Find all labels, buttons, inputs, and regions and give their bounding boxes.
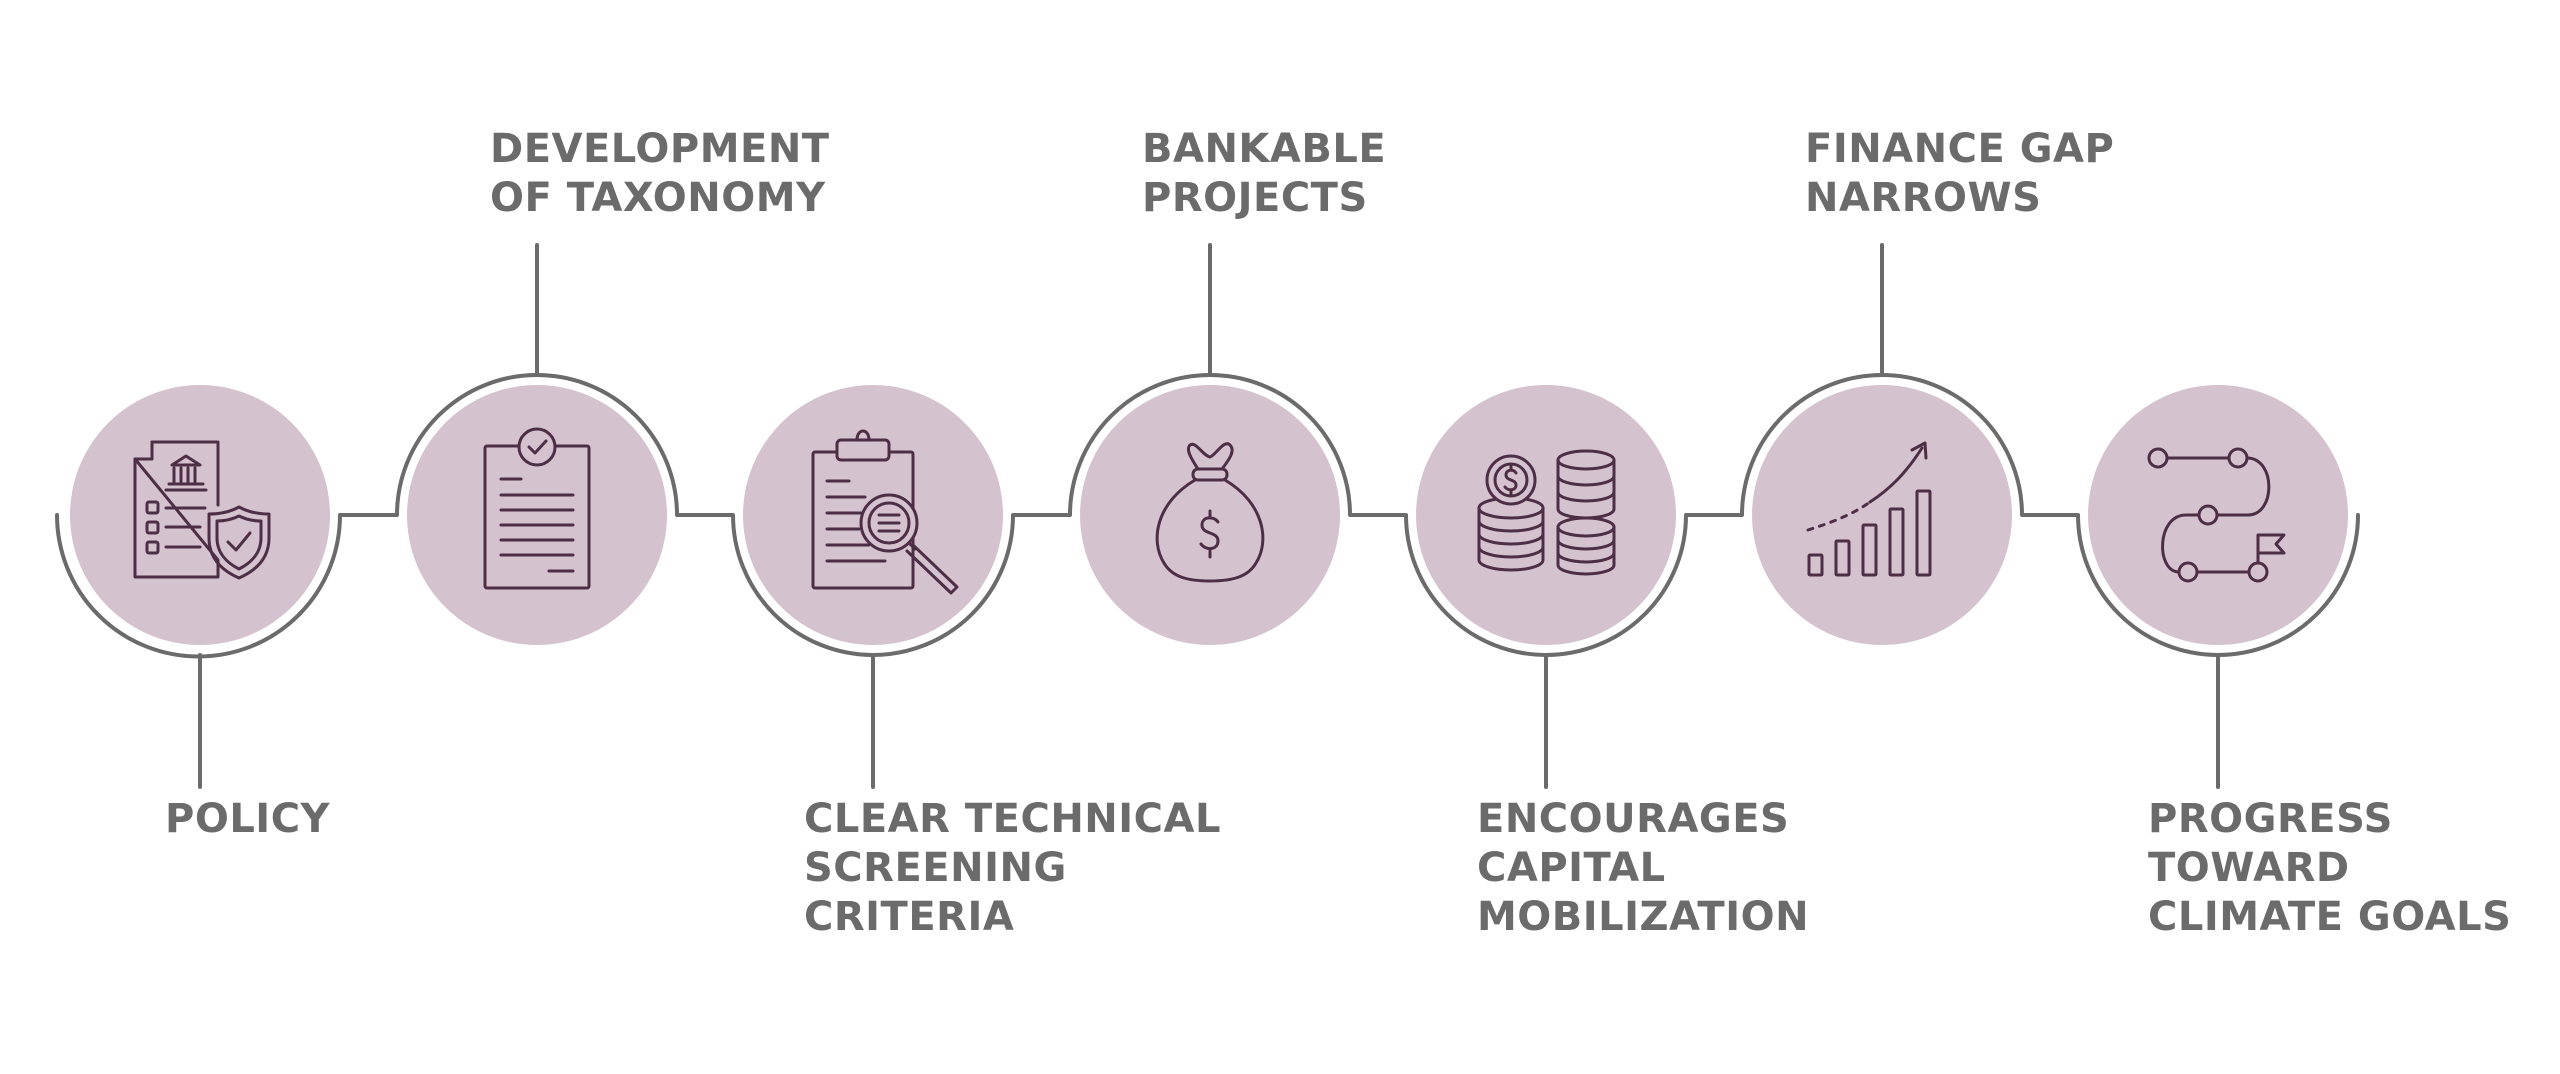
coin-stacks-icon [1477, 449, 1616, 576]
roadmap-flag-icon [2147, 447, 2286, 583]
clipboard-magnifier-icon [811, 429, 959, 595]
step-label-line: TOWARD [2148, 845, 2350, 891]
money-bag-icon [1155, 442, 1265, 583]
step-label-line: NARROWS [1805, 175, 2042, 221]
step-circle-taxonomy [407, 385, 667, 645]
policy-document-shield-icon [133, 440, 271, 580]
step-label-line: OF TAXONOMY [490, 175, 826, 221]
step-icons [133, 427, 2286, 595]
step-label-line: BANKABLE [1142, 126, 1387, 172]
step-label-line: POLICY [165, 796, 331, 842]
step-circle-capital [1416, 385, 1676, 645]
step-label-policy: POLICY [165, 795, 330, 844]
checklist-clipboard-icon [483, 427, 591, 590]
step-label-line: DEVELOPMENT [490, 126, 830, 172]
step-label-line: MOBILIZATION [1477, 894, 1810, 940]
step-label-line: PROGRESS [2148, 796, 2393, 842]
step-circle-policy [70, 385, 330, 645]
step-label-line: CRITERIA [804, 894, 1015, 940]
growth-bar-chart-icon [1806, 441, 1932, 577]
step-label-line: CAPITAL [1477, 845, 1666, 891]
step-label-line: CLIMATE GOALS [2148, 894, 2512, 940]
step-label-line: SCREENING [804, 845, 1067, 891]
connector-path [55, 243, 2360, 789]
step-label-line: FINANCE GAP [1805, 126, 2115, 172]
step-label-line: ENCOURAGES [1477, 796, 1790, 842]
step-label-line: CLEAR TECHNICAL [804, 796, 1221, 842]
step-label-line: PROJECTS [1142, 175, 1368, 221]
step-circle-finance-gap [1752, 385, 2012, 645]
